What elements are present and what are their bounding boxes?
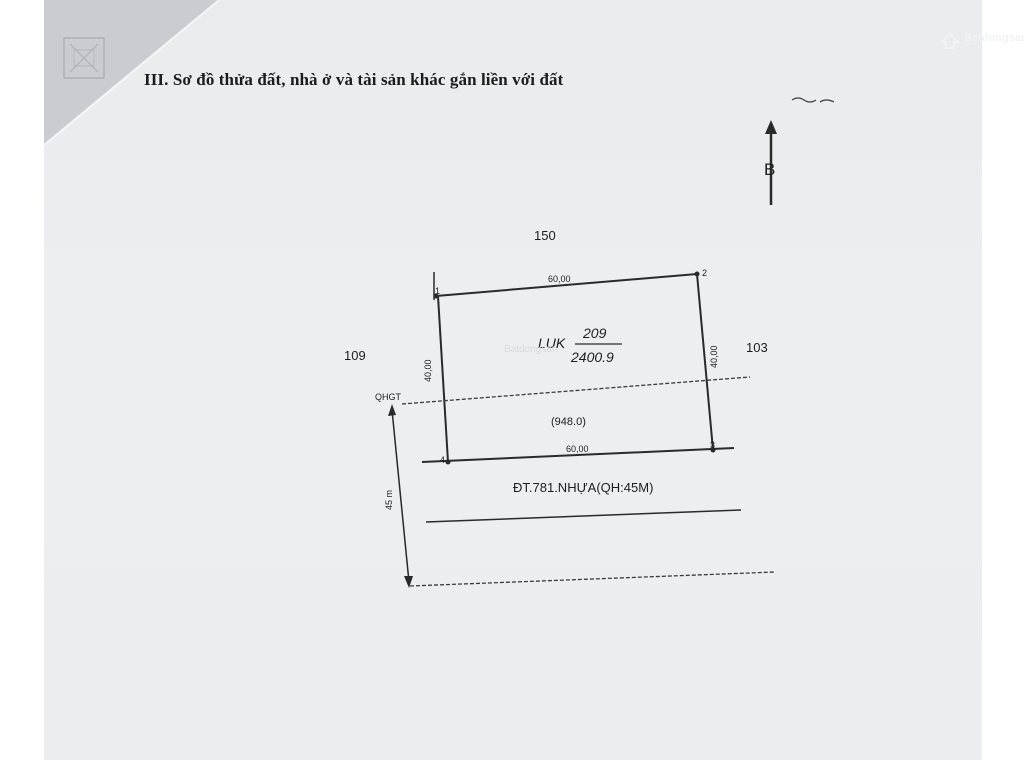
section-heading: III. Sơ đồ thửa đất, nhà ở và tài sản kh…	[144, 70, 564, 89]
parcel-diagram: B 150 109 103 1 2 3	[344, 97, 835, 588]
parcel-boundary	[421, 273, 735, 463]
vertex-2-label: 2	[702, 268, 707, 278]
road-reserve-area: (948.0)	[551, 416, 586, 428]
watermark-brand: Batdongsan	[964, 32, 1024, 44]
scanned-document: III. Sơ đồ thửa đất, nhà ở và tài sản kh…	[44, 0, 982, 760]
neighbor-west: 109	[344, 348, 366, 363]
watermark-center: Batdongsan	[504, 344, 558, 355]
vertex-3-label: 3	[710, 440, 715, 450]
vertex-4-label: 4	[440, 455, 445, 465]
road-planning-line	[409, 571, 776, 587]
land-type-label: LUK	[538, 335, 566, 351]
edge-length-left: 40,00	[423, 359, 433, 382]
parcel-area: 2400.9	[570, 349, 614, 365]
parcel-number: 209	[582, 325, 607, 341]
vertex-1-label: 1	[435, 286, 440, 296]
north-label: B	[764, 160, 775, 179]
edge-length-bottom: 60,00	[566, 444, 589, 454]
road-width-label: 45 m	[384, 490, 394, 510]
neighbor-north: 150	[534, 228, 556, 243]
north-arrow-icon	[765, 120, 777, 205]
road-name: ĐT.781.NHỰA(QH:45M)	[513, 480, 653, 495]
road-reserve-label: QHGT	[375, 392, 402, 402]
neighbor-east: 103	[746, 340, 768, 355]
road-reserve-line	[401, 376, 751, 405]
watermark-logo: Batdongsan	[940, 28, 1024, 56]
edge-length-top: 60,00	[548, 274, 571, 284]
road-width-dimension	[388, 404, 413, 588]
folded-corner	[44, 0, 220, 146]
road-edge-line	[425, 509, 742, 523]
house-logo-icon	[940, 32, 960, 49]
edge-length-right: 40,00	[709, 345, 719, 368]
